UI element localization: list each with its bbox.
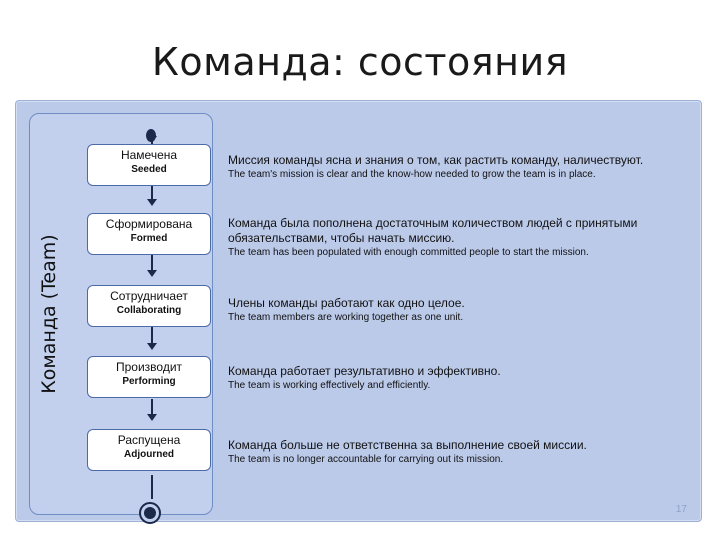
state-label-en: Adjourned [124, 449, 174, 460]
diagram-panel: Команда (Team) Намечена Seeded Сформиров… [15, 100, 702, 524]
state-label-en: Collaborating [116, 305, 182, 316]
state-label-en: Seeded [131, 164, 167, 175]
state-label-en: Formed [130, 233, 168, 244]
arrow-head-icon [147, 343, 157, 350]
end-node-icon [139, 502, 161, 524]
state-seeded: Намечена Seeded [87, 144, 211, 186]
start-node-icon [146, 129, 156, 142]
state-performing: Производит Performing [87, 356, 211, 398]
description-en: The team members are working together as… [228, 312, 464, 323]
arrow-head-icon [147, 270, 157, 277]
description-en: The team is working effectively and effi… [228, 380, 431, 391]
connector-line [151, 475, 153, 499]
state-label-ru: Намечена [120, 148, 178, 162]
swimlane-label: Команда (Team) [26, 114, 72, 514]
state-label-ru: Сформирована [105, 217, 193, 231]
connector-line [151, 327, 153, 348]
arrow-head-icon [147, 199, 157, 206]
state-label-ru: Производит [115, 360, 183, 374]
connector-line [151, 255, 153, 275]
state-description-adjourned: Команда больше не ответственна за выполн… [228, 438, 688, 467]
connector-line [151, 399, 153, 419]
description-ru: Члены команды работают как одно целое. [228, 296, 465, 310]
team-swimlane: Команда (Team) Намечена Seeded Сформиров… [26, 113, 213, 524]
state-description-collaborating: Члены команды работают как одно целое. T… [228, 296, 688, 325]
state-label-ru: Распущена [117, 433, 181, 447]
slide-title: Команда: состояния [151, 40, 569, 84]
state-collaborating: Сотрудничает Collaborating [87, 285, 211, 327]
description-ru: Команда работает результативно и эффекти… [228, 364, 501, 378]
state-description-performing: Команда работает результативно и эффекти… [228, 364, 688, 393]
state-label-en: Performing [122, 376, 176, 387]
description-ru: Команда была пополнена достаточным колич… [228, 216, 638, 245]
description-en: The team has been populated with enough … [228, 247, 589, 258]
connector-line [151, 184, 153, 204]
description-ru: Команда больше не ответственна за выполн… [228, 438, 587, 452]
description-en: The team is no longer accountable for ca… [228, 454, 504, 465]
state-adjourned: Распущена Adjourned [87, 429, 211, 471]
state-formed: Сформирована Formed [87, 213, 211, 255]
description-ru: Миссия команды ясна и знания о том, как … [228, 153, 644, 167]
swimlane-label-text: Команда (Team) [38, 234, 60, 394]
state-label-ru: Сотрудничает [110, 289, 188, 303]
state-description-seeded: Миссия команды ясна и знания о том, как … [228, 153, 688, 182]
description-en: The team's mission is clear and the know… [228, 169, 596, 180]
page-number: 17 [675, 504, 687, 515]
arrow-head-icon [147, 136, 157, 143]
state-description-formed: Команда была пополнена достаточным колич… [228, 216, 688, 260]
arrow-head-icon [147, 414, 157, 421]
